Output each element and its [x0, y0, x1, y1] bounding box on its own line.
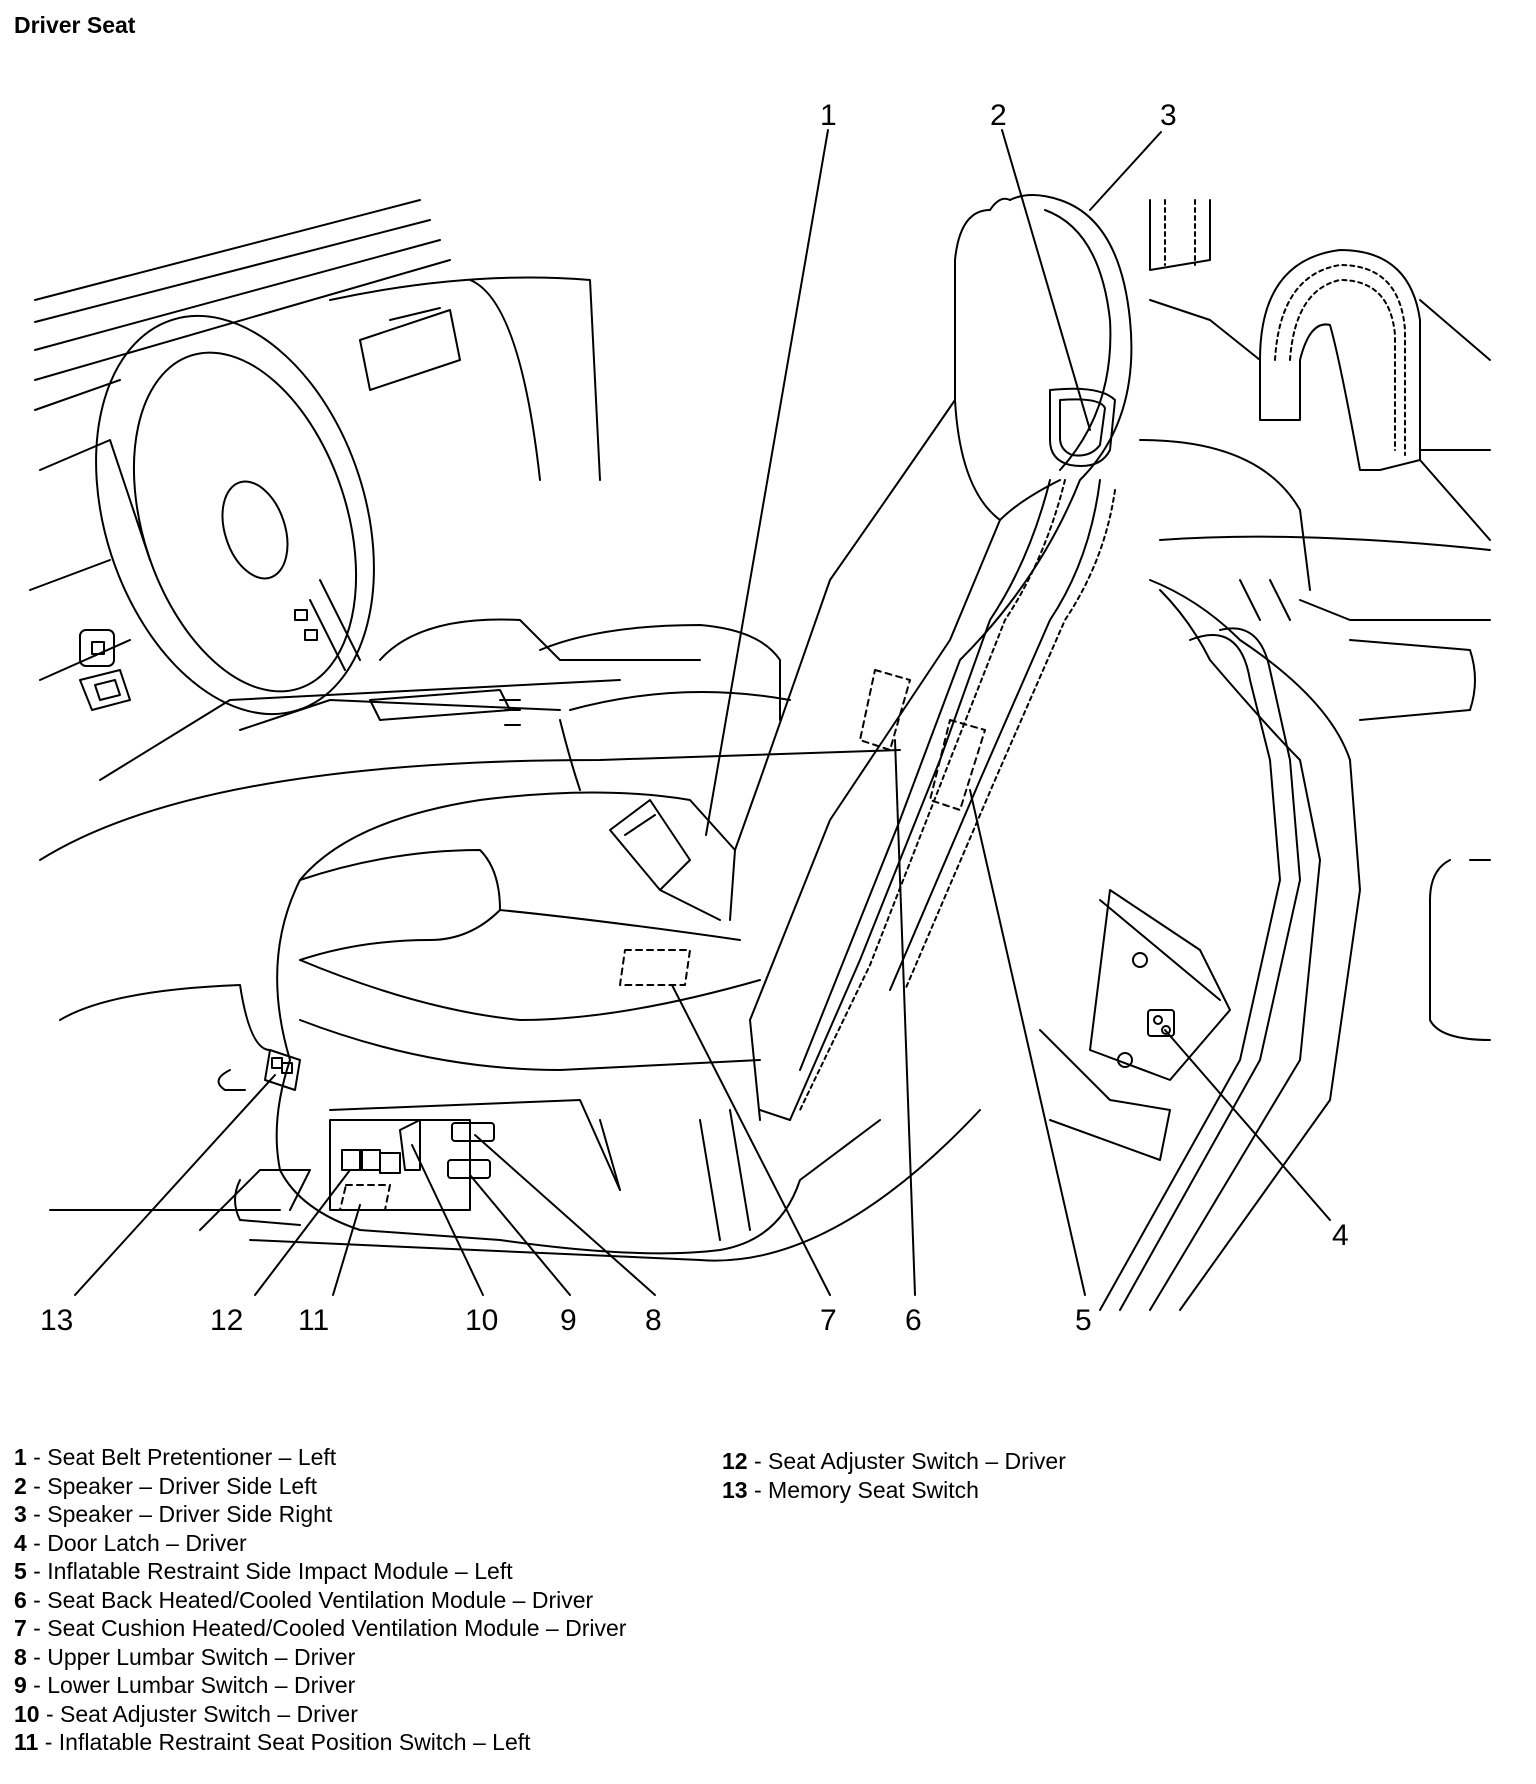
callout-6: 6 [905, 1304, 922, 1337]
callout-13: 13 [40, 1304, 73, 1337]
memory-switch [59, 984, 301, 1091]
legend-item-6: 6 - Seat Back Heated/Cooled Ventilation … [14, 1586, 594, 1613]
callout-5: 5 [1075, 1304, 1092, 1337]
callout-1: 1 [820, 99, 837, 132]
legend-item-8: 8 - Upper Lumbar Switch – Driver [14, 1643, 356, 1670]
callout-7: 7 [820, 1304, 837, 1337]
door [1039, 439, 1491, 1311]
legend-item-12: 12 - Seat Adjuster Switch – Driver [722, 1448, 1066, 1474]
seat-belt-buckle [609, 799, 721, 921]
callout-10: 10 [465, 1304, 498, 1337]
seat-switches [329, 1119, 495, 1211]
steering-wheel [95, 314, 375, 716]
legend-right: 12 - Seat Adjuster Switch – Driver 13 - … [722, 1447, 1422, 1504]
ventilation-modules [859, 669, 986, 811]
legend-item-10: 10 - Seat Adjuster Switch – Driver [14, 1700, 358, 1727]
legend-item-4: 4 - Door Latch – Driver [14, 1529, 247, 1556]
leader-lines [74, 129, 1331, 1296]
dashboard-outline [29, 199, 901, 1211]
seat-rails [199, 1109, 981, 1262]
callout-2: 2 [990, 99, 1007, 132]
callout-labels: 1 2 3 4 5 6 7 8 9 10 11 12 13 [40, 99, 1349, 1337]
legend-item-13: 13 - Memory Seat Switch [722, 1476, 979, 1503]
legend-item-5: 5 - Inflatable Restraint Side Impact Mod… [14, 1558, 513, 1584]
door-latch [1147, 1009, 1175, 1037]
seat-back [729, 194, 1133, 1121]
legend-item-3: 3 - Speaker – Driver Side Right [14, 1501, 333, 1527]
legend-item-9: 9 - Lower Lumbar Switch – Driver [14, 1672, 356, 1698]
rear-headrests [1149, 199, 1491, 541]
center-console [239, 618, 791, 791]
legend-item-11: 11 - Inflatable Restraint Seat Position … [14, 1729, 531, 1755]
page-title: Driver Seat [14, 12, 136, 38]
callout-9: 9 [560, 1304, 577, 1337]
callout-3: 3 [1160, 99, 1177, 132]
legend-left: 1 - Seat Belt Pretentioner – Left 2 - Sp… [14, 1443, 694, 1757]
legend-item-1: 1 - Seat Belt Pretentioner – Left [14, 1444, 337, 1470]
callout-11: 11 [298, 1304, 329, 1337]
callout-4: 4 [1332, 1219, 1349, 1252]
callout-8: 8 [645, 1304, 662, 1337]
dash-controls [79, 629, 131, 711]
headrest-speaker [1049, 387, 1116, 467]
legend-item-7: 7 - Seat Cushion Heated/Cooled Ventilati… [14, 1615, 627, 1641]
callout-12: 12 [210, 1304, 243, 1337]
legend-item-2: 2 - Speaker – Driver Side Left [14, 1472, 317, 1499]
seat-cushion [275, 791, 881, 1255]
seat-diagram: 1 2 3 4 5 6 7 8 9 10 11 12 13 [0, 60, 1536, 1360]
